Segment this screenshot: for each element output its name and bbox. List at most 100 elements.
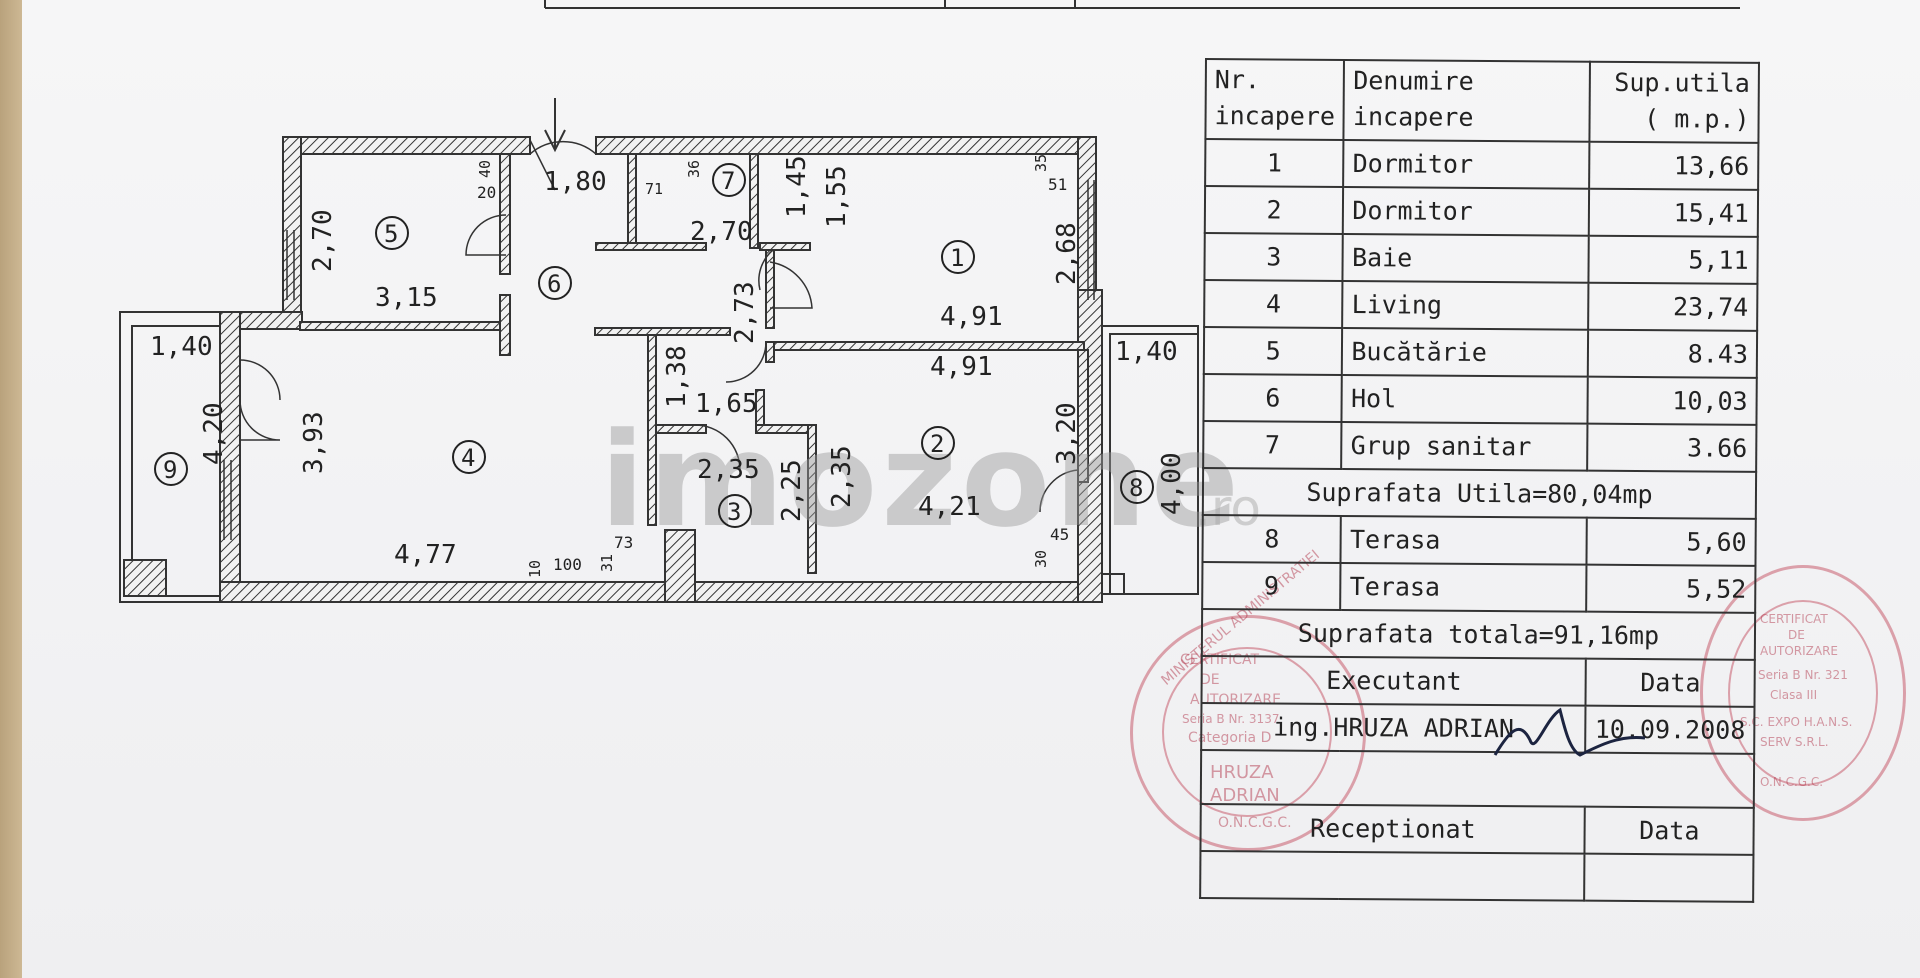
header-name: Denumire incapere <box>1343 59 1591 142</box>
dim: 1,40 <box>150 332 213 362</box>
left-stamp-line: CERTIFICAT <box>1180 652 1260 668</box>
room-name: Dormitor <box>1343 186 1590 236</box>
room-badge-9: 9 <box>163 456 177 484</box>
room-name: Terasa <box>1340 562 1587 612</box>
room-name: Dormitor <box>1343 139 1590 189</box>
dim: 2,35 <box>697 455 760 485</box>
dim: 20 <box>477 183 496 202</box>
left-stamp-line: HRUZA <box>1210 762 1274 783</box>
room-area-table: Nr. incapere Denumire incapere Sup.utila… <box>1199 58 1760 903</box>
room-nr: 8 <box>1202 514 1342 563</box>
dim: 4,77 <box>394 540 457 570</box>
watermark-logo: imozone <box>600 404 1243 556</box>
dim: 2,70 <box>690 217 753 247</box>
dim: 45 <box>1050 525 1069 544</box>
room-nr: 9 <box>1202 561 1341 610</box>
right-stamp-line: SERV S.R.L. <box>1760 735 1829 749</box>
dim: 4,20 <box>199 402 229 465</box>
dim: 4,21 <box>918 492 981 522</box>
dim: 1,38 <box>662 345 692 408</box>
room-area: 5,52 <box>1586 564 1756 613</box>
useful-total-row: Suprafata Utila=80,04mp <box>1202 467 1757 519</box>
room-name: Grup sanitar <box>1341 421 1588 471</box>
right-stamp-line: Clasa III <box>1770 688 1818 702</box>
receptionat-empty <box>1200 850 1585 901</box>
dim: 4,91 <box>940 302 1003 332</box>
left-stamp-line: DE <box>1200 672 1220 688</box>
dimension-labels: 1,80 2,70 3,15 40 20 71 36 1,45 1,55 2,7… <box>150 154 1187 578</box>
room-nr: 6 <box>1203 373 1343 422</box>
room-badge-4: 4 <box>461 444 475 472</box>
room-badge-1: 1 <box>950 244 964 272</box>
dim: 3,15 <box>375 283 438 313</box>
signature-icon <box>1493 707 1646 757</box>
room-name: Baie <box>1342 233 1590 283</box>
room-area: 8.43 <box>1588 329 1758 378</box>
dim: 3,20 <box>1052 402 1082 465</box>
dim: 31 <box>598 554 616 572</box>
right-stamp-line: S.C. EXPO H.A.N.S. <box>1740 715 1853 729</box>
left-stamp-line: AUTORIZARE <box>1190 692 1281 708</box>
room-area: 13,66 <box>1589 141 1759 190</box>
room-area: 3.66 <box>1587 423 1757 472</box>
grand-total: Suprafata totala=91,16mp <box>1201 608 1756 660</box>
room-nr: 3 <box>1204 233 1344 281</box>
header-area: Sup.utila ( m.p.) <box>1589 61 1759 143</box>
dim: 71 <box>645 180 663 198</box>
door-swings <box>239 139 1079 513</box>
left-stamp-inner <box>1162 647 1332 817</box>
left-stamp-line: Categoria D <box>1188 730 1272 746</box>
right-stamp-inner <box>1728 600 1878 786</box>
terrace-outlines <box>119 180 1199 603</box>
dim: 2,73 <box>730 281 760 344</box>
useful-total: Suprafata Utila=80,04mp <box>1202 467 1757 519</box>
executant-label: Executant <box>1201 655 1587 706</box>
right-stamp-line: Seria B Nr. 321 <box>1758 668 1848 682</box>
signature-row <box>1200 749 1755 808</box>
room-nr: 2 <box>1204 186 1344 234</box>
receptionat-date-label: Data <box>1584 806 1754 855</box>
room-badge-6: 6 <box>547 270 561 298</box>
room-name: Living <box>1342 280 1589 330</box>
dim: 36 <box>685 160 703 178</box>
room-name: Terasa <box>1340 515 1588 565</box>
left-stamp-line: ADRIAN <box>1210 785 1280 806</box>
signature-cell <box>1200 749 1755 808</box>
room-area: 15,41 <box>1589 188 1759 237</box>
left-stamp <box>1130 615 1366 851</box>
header-nr: Nr. incapere <box>1205 59 1345 140</box>
dim: 10 <box>526 560 544 578</box>
room-badge-2: 2 <box>930 430 944 458</box>
grand-total-row: Suprafata totala=91,16mp <box>1201 608 1756 660</box>
dim: 1,65 <box>695 389 758 419</box>
dim: 2,25 <box>777 459 807 522</box>
room-badge-7: 7 <box>721 167 735 195</box>
entry-arrow-icon <box>544 98 566 153</box>
dim: 1,40 <box>1115 337 1178 367</box>
receptionat-label: Receptionat <box>1200 803 1586 854</box>
room-nr: 7 <box>1203 420 1342 469</box>
room-badge-5: 5 <box>384 220 398 248</box>
room-badge-8: 8 <box>1129 474 1143 502</box>
dim: 3,93 <box>299 411 329 474</box>
interior-walls <box>299 153 1089 574</box>
table-header-row: Nr. incapere Denumire incapere Sup.utila… <box>1205 59 1759 143</box>
room-nr: 5 <box>1203 327 1343 375</box>
room-name: Hol <box>1341 374 1589 424</box>
right-stamp-line: DE <box>1788 628 1805 642</box>
left-stamp-line: Seria B Nr. 3137 <box>1182 712 1280 726</box>
dim: 30 <box>1032 550 1050 568</box>
room-badge-3: 3 <box>727 498 741 526</box>
right-stamp-line: CERTIFICAT <box>1760 612 1828 626</box>
room-area: 23,74 <box>1588 282 1758 331</box>
dim: 2,70 <box>308 209 338 272</box>
